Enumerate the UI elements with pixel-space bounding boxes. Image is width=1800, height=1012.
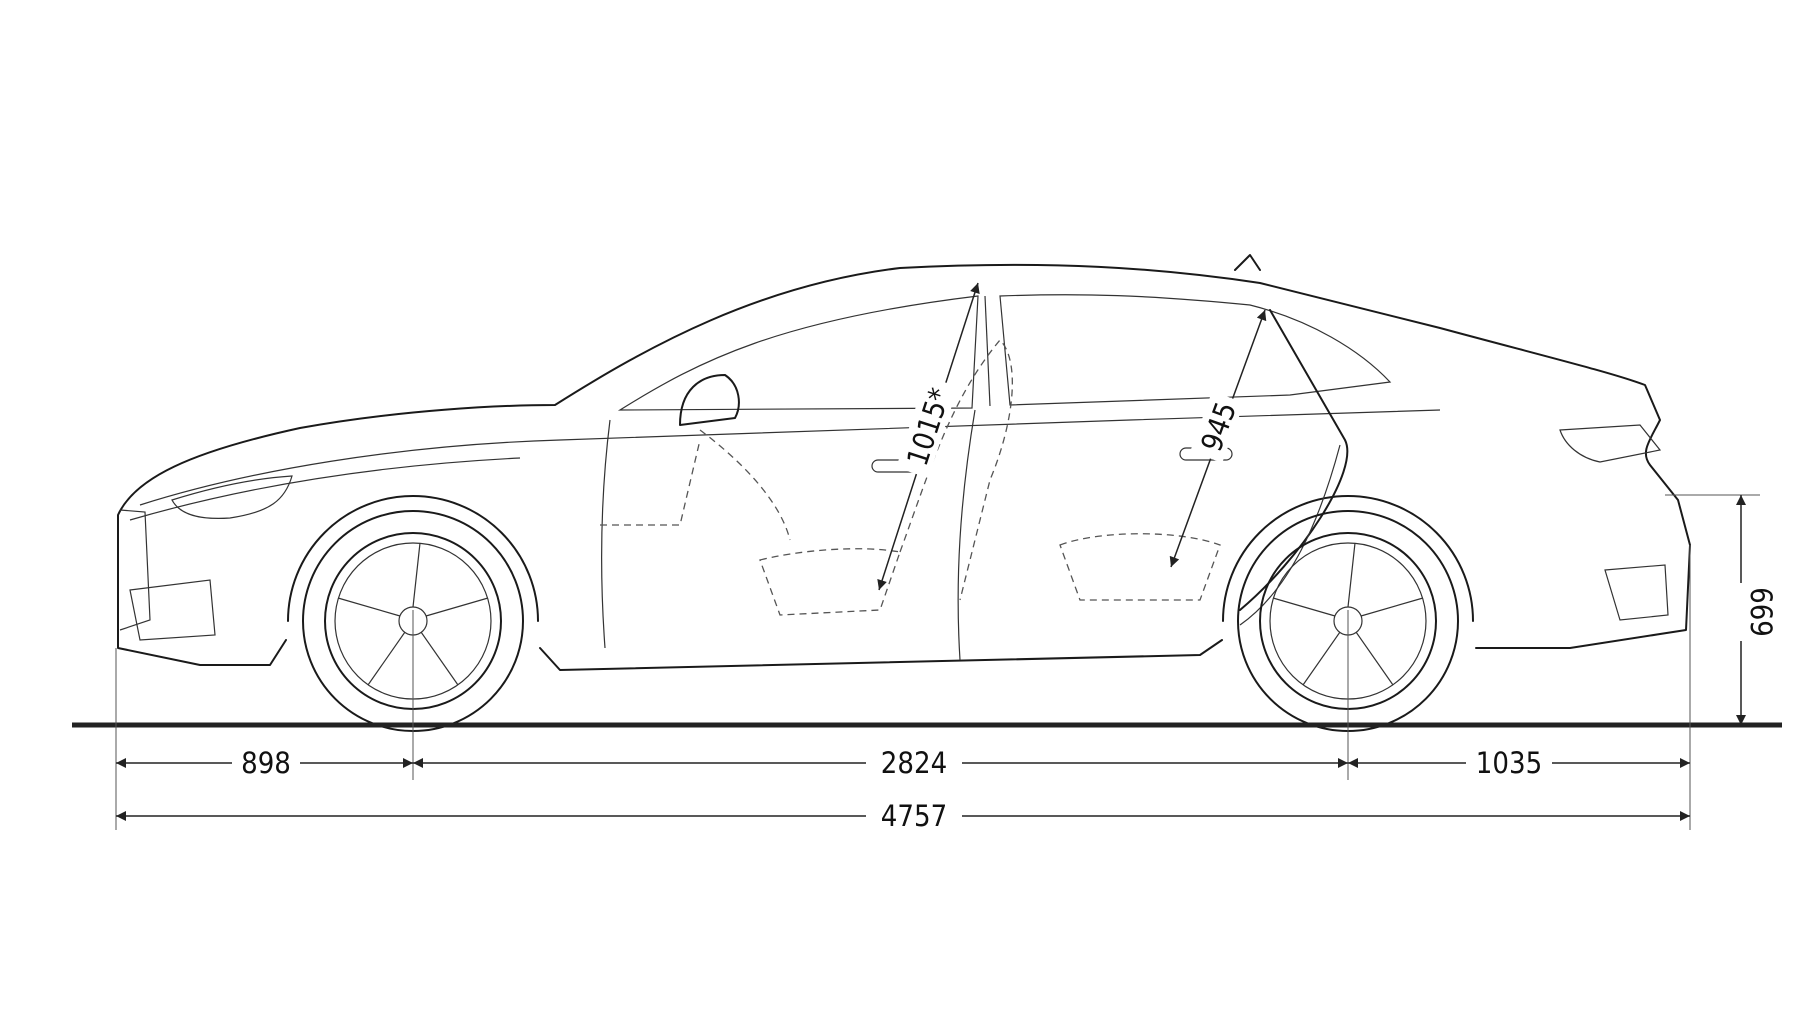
dimension-rear-height: 669 — [1725, 495, 1778, 725]
extension-lines — [115, 494, 1760, 830]
front-overhang-label: 898 — [241, 746, 291, 780]
overall-length-label: 4757 — [881, 799, 947, 833]
dimension-wheelbase: 2824 — [413, 746, 1348, 780]
dimension-rear-headroom: 945 — [1169, 309, 1267, 568]
rear-overhang-label: 1035 — [1476, 746, 1542, 780]
dimension-overall-length: 4757 — [116, 799, 1690, 833]
dimension-front-overhang: 898 — [116, 746, 413, 780]
dimension-rear-overhang: 1035 — [1348, 746, 1690, 780]
wheelbase-label: 2824 — [881, 746, 947, 780]
rear-height-label: 669 — [1744, 587, 1778, 637]
dimension-front-headroom: 1015* — [877, 282, 980, 591]
